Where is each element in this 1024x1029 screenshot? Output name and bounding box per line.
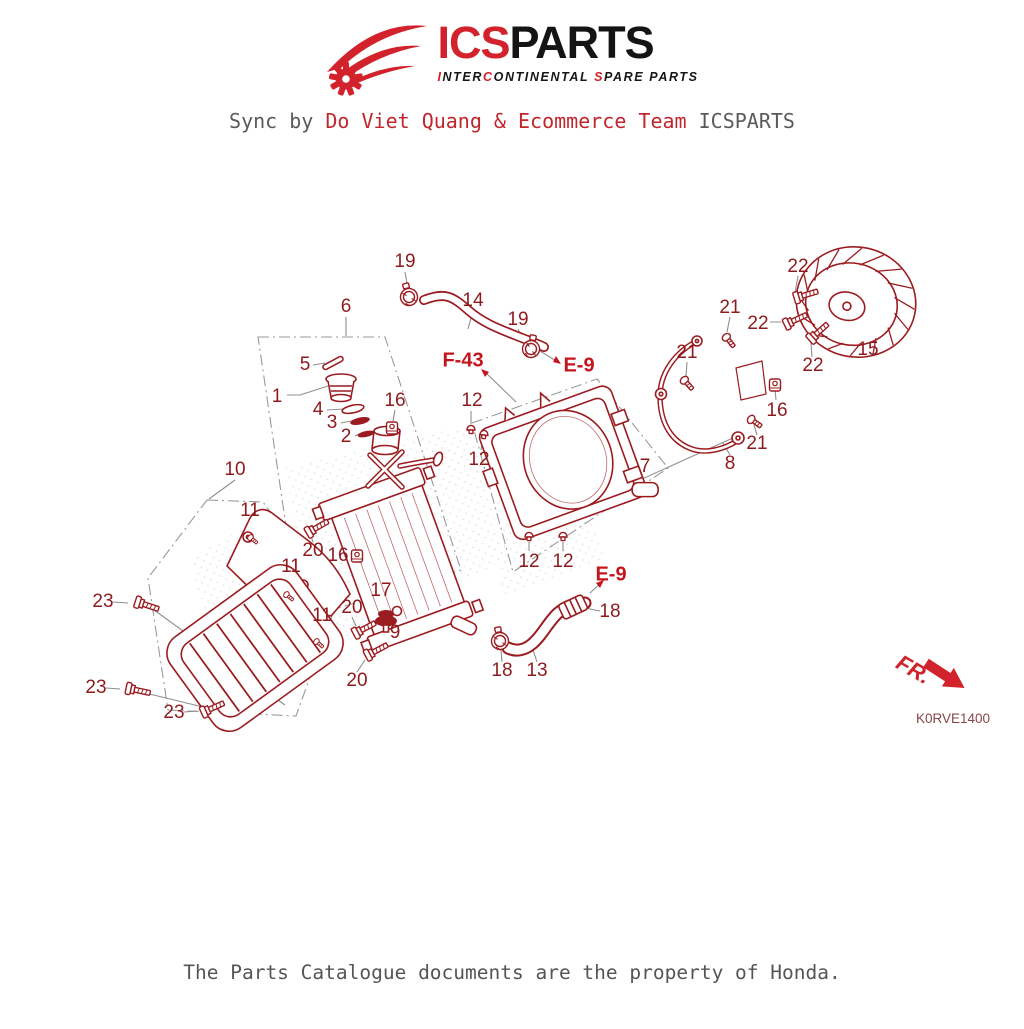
radiator-outlet-pipe bbox=[450, 615, 478, 636]
arrowhead-f43 bbox=[481, 369, 489, 377]
part-callout: 11 bbox=[312, 605, 332, 626]
part-callout: 19 bbox=[394, 251, 416, 272]
part-callout: 23 bbox=[163, 702, 185, 723]
part-callout: 16 bbox=[766, 400, 788, 421]
sync-credit-line: Sync by Do Viet Quang & Ecommerce Team I… bbox=[0, 109, 1024, 133]
brand-name: ICSPARTS bbox=[437, 20, 698, 65]
arrowhead-e9-top bbox=[553, 356, 561, 364]
part-callout: 23 bbox=[92, 591, 114, 612]
drawing-code: K0RVE1400 bbox=[915, 711, 991, 726]
sync-team: Do Viet Quang & Ecommerce Team bbox=[325, 109, 687, 133]
part-callout: 23 bbox=[85, 677, 107, 698]
part-callout: 17 bbox=[370, 580, 392, 601]
part-callout: 6 bbox=[340, 296, 352, 317]
reference-label: E-9 bbox=[595, 563, 627, 586]
part-callout: 21 bbox=[676, 342, 698, 363]
brand-name-black: PARTS bbox=[509, 17, 654, 68]
part-callout: 21 bbox=[746, 433, 768, 454]
radiator-cap-group bbox=[322, 355, 375, 438]
arrowhead-e9-bottom bbox=[596, 580, 604, 588]
sync-suffix: ICSPARTS bbox=[686, 109, 795, 133]
part-callout: 12 bbox=[461, 390, 483, 411]
brand-header: ICSPARTS INTERCONTINENTAL SPARE PARTS bbox=[0, 14, 1024, 104]
hose-joint-18b bbox=[558, 594, 588, 620]
part-callout: 22 bbox=[802, 355, 824, 376]
small-parts bbox=[350, 280, 782, 653]
reference-arrowheads bbox=[481, 356, 604, 588]
part-callout: 9 bbox=[389, 622, 401, 643]
part-callout: 20 bbox=[341, 597, 363, 618]
part-callout: 7 bbox=[639, 456, 651, 477]
part-callout: 12 bbox=[468, 449, 490, 470]
part-callout: 2 bbox=[340, 426, 352, 447]
brand-name-red: ICS bbox=[437, 17, 510, 68]
stay-bracket bbox=[654, 335, 767, 454]
part-callout: 13 bbox=[526, 660, 548, 681]
part-callout: 12 bbox=[552, 551, 574, 572]
radiator bbox=[311, 465, 485, 654]
part-callout: 20 bbox=[346, 670, 368, 691]
part-callout: 20 bbox=[302, 540, 324, 561]
brand-tagline: INTERCONTINENTAL SPARE PARTS bbox=[437, 70, 699, 84]
part-callout: 1 bbox=[271, 386, 283, 407]
part-callout: 8 bbox=[724, 453, 736, 474]
reference-label: E-9 bbox=[563, 354, 595, 377]
part-callout: 18 bbox=[491, 660, 513, 681]
brand-wordmark: ICSPARTS INTERCONTINENTAL SPARE PARTS bbox=[437, 14, 698, 84]
part-callout: 5 bbox=[299, 354, 311, 375]
radiator-cover bbox=[166, 563, 344, 733]
ring-9 bbox=[391, 605, 403, 617]
copyright-notice: The Parts Catalogue documents are the pr… bbox=[183, 961, 841, 984]
part-callout: 22 bbox=[747, 313, 769, 334]
group-7-outline bbox=[471, 378, 669, 573]
part-callout: 11 bbox=[240, 500, 260, 521]
part-callout: 4 bbox=[312, 399, 324, 420]
part-callout: 14 bbox=[462, 290, 484, 311]
part-callout: 10 bbox=[224, 459, 246, 480]
part-callout: 11 bbox=[281, 556, 301, 577]
fan-shroud bbox=[478, 385, 659, 541]
part-callout: 18 bbox=[599, 601, 621, 622]
gear-wing-logo-icon bbox=[327, 25, 428, 96]
part-callout: 16 bbox=[327, 545, 349, 566]
part-callout: 16 bbox=[384, 390, 406, 411]
rubber-mount-17 bbox=[375, 610, 397, 633]
part-callout: 21 bbox=[719, 297, 741, 318]
part-callout: 12 bbox=[518, 551, 540, 572]
part-callout: 15 bbox=[857, 339, 879, 360]
part-callout: 19 bbox=[507, 309, 529, 330]
part-callout: 3 bbox=[326, 412, 338, 433]
group-10-outline bbox=[147, 499, 338, 717]
sync-prefix: Sync by bbox=[229, 109, 326, 133]
part-callout: 22 bbox=[787, 256, 809, 277]
front-direction-arrow-icon bbox=[923, 658, 965, 689]
reference-label: F-43 bbox=[442, 349, 484, 372]
